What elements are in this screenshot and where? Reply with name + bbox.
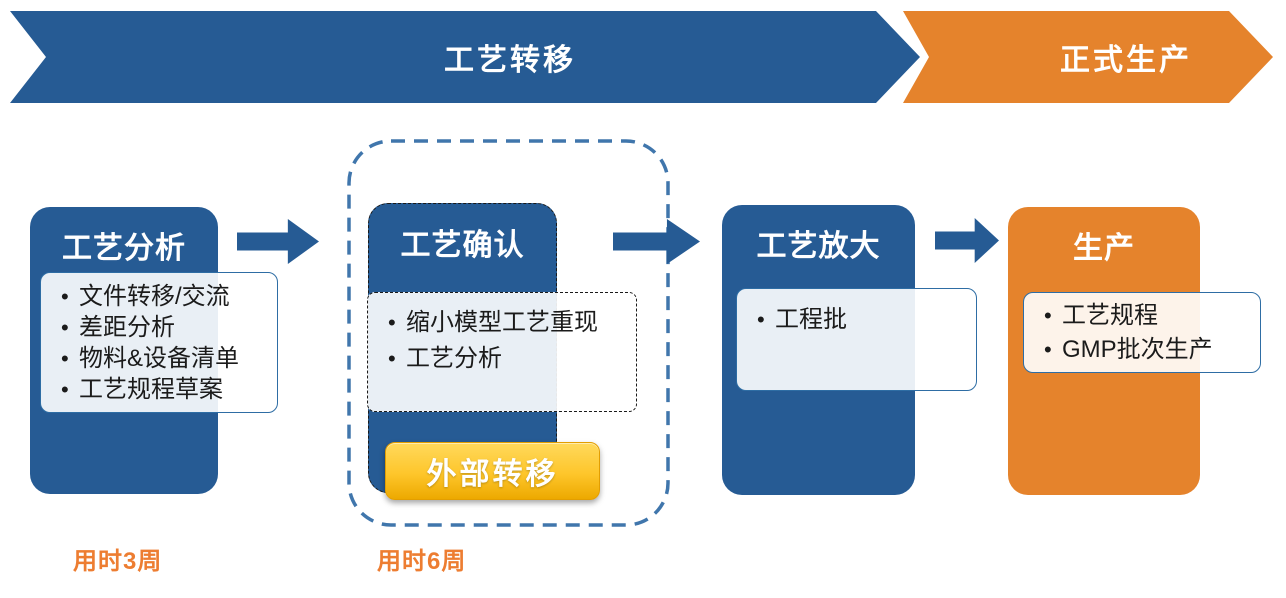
banner-process-transfer-label: 工艺转移: [444, 44, 576, 77]
dashed-group-outline: [347, 139, 670, 527]
banner-formal-production-label: 正式生产: [1060, 44, 1192, 77]
stage-title-process-scaleup: 工艺放大: [756, 230, 881, 263]
stage-title-process-analysis: 工艺分析: [62, 232, 186, 265]
list-item: 缩小模型工艺重现: [386, 305, 630, 341]
stage-list-process-confirmation: 缩小模型工艺重现 工艺分析: [386, 305, 630, 377]
external-transfer-badge: 外部转移: [385, 442, 600, 500]
list-item: 工艺规程草案: [59, 374, 271, 405]
stage-card-process-scaleup: 工程批: [736, 288, 977, 391]
list-item: 工程批: [755, 303, 970, 337]
stage-title-production: 生产: [1073, 232, 1135, 265]
stage-card-process-confirmation: 缩小模型工艺重现 工艺分析: [367, 292, 637, 412]
external-transfer-badge-label: 外部转移: [426, 458, 559, 491]
stage-list-process-scaleup: 工程批: [755, 303, 970, 337]
stage-card-production: 工艺规程 GMP批次生产: [1023, 292, 1261, 373]
list-item: 工艺分析: [386, 341, 630, 377]
list-item: 文件转移/交流: [59, 281, 271, 312]
flow-arrow-1-icon: [237, 219, 319, 264]
stage-card-process-analysis: 文件转移/交流 差距分析 物料&设备清单 工艺规程草案: [40, 272, 278, 413]
duration-label-stage1: 用时3周: [73, 548, 163, 575]
stage-title-process-confirmation: 工艺确认: [400, 229, 525, 262]
list-item: 工艺规程: [1042, 299, 1254, 333]
flow-arrow-3-icon: [935, 218, 999, 263]
list-item: GMP批次生产: [1042, 333, 1254, 367]
banner-formal-production: 正式生产: [903, 11, 1273, 103]
list-item: 物料&设备清单: [59, 343, 271, 374]
stage-list-process-analysis: 文件转移/交流 差距分析 物料&设备清单 工艺规程草案: [59, 281, 271, 405]
banner-process-transfer: 工艺转移: [10, 11, 920, 103]
duration-label-stage2: 用时6周: [377, 548, 467, 575]
stage-list-production: 工艺规程 GMP批次生产: [1042, 299, 1254, 367]
list-item: 差距分析: [59, 312, 271, 343]
